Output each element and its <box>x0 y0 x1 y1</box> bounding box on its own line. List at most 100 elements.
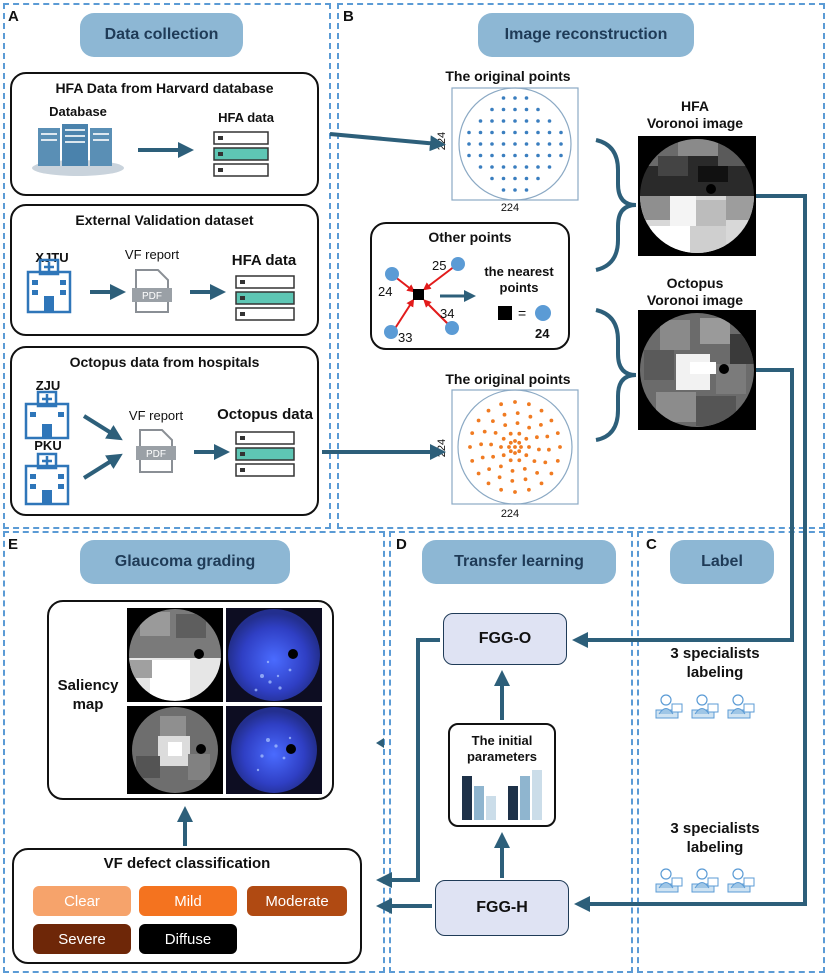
header-glaucoma-grading: Glaucoma grading <box>80 540 290 584</box>
octopus-dot <box>545 434 550 439</box>
hfa-dot <box>524 107 529 112</box>
hfa-dot <box>501 107 506 112</box>
hfa-dot <box>536 130 540 135</box>
panel-e <box>3 531 385 973</box>
hfa-dot <box>524 130 529 135</box>
other-point-value-34: 34 <box>440 306 454 321</box>
specialists-1-line2: labeling <box>686 664 744 681</box>
octopus-dot <box>482 429 487 434</box>
saliency-label-1: Saliency <box>57 677 119 694</box>
pdf-icon-octopus <box>136 429 176 473</box>
nearest-label-2: points <box>499 280 539 295</box>
octopus-dot <box>515 411 520 415</box>
hfa-dot <box>501 188 506 192</box>
hfa-dot <box>501 176 506 181</box>
octopus-dot <box>543 460 548 465</box>
octopus-points-bottom-label: 224 <box>500 508 520 520</box>
external-report-label: VF report <box>124 247 180 262</box>
hfa-dot <box>536 119 540 123</box>
hfa-dot <box>490 130 494 135</box>
octopus-dot <box>513 439 517 443</box>
octopus-dot <box>503 423 508 427</box>
octopus-dot <box>539 408 544 413</box>
octopus-dot <box>513 451 517 455</box>
class-clear: Clear <box>33 886 131 916</box>
octopus-dot <box>507 445 511 449</box>
octopus-dot <box>486 481 491 486</box>
octopus-dot <box>468 445 472 449</box>
hfa-dot <box>490 165 494 169</box>
hfa-dot <box>536 142 540 146</box>
saliency-gray-octopus <box>127 706 223 794</box>
panel-d <box>389 531 633 973</box>
hfa-dot <box>524 153 529 158</box>
parameter-bars-icon <box>462 770 542 820</box>
hfa-dot <box>524 176 529 181</box>
octopus-dot <box>513 400 517 404</box>
octopus-points-circle <box>457 389 573 505</box>
octopus-dot <box>491 454 495 459</box>
specialists-2-line1: 3 specialists <box>670 820 760 837</box>
hfa-dot <box>524 142 529 146</box>
octopus-dot <box>517 458 522 463</box>
hfa-points-title: The original points <box>445 68 571 84</box>
header-image-reconstruction: Image reconstruction <box>478 13 694 57</box>
specialists-1-line1: 3 specialists <box>670 645 760 662</box>
hfa-dot <box>501 153 506 158</box>
octopus-dot <box>476 418 481 423</box>
hfa-dot <box>478 142 483 146</box>
octopus-data-label: Octopus data <box>217 406 313 423</box>
hfa-dot <box>501 142 506 146</box>
octopus-dot <box>470 431 475 435</box>
pdf-icon-xjtu <box>132 269 172 313</box>
octopus-dot <box>519 445 523 449</box>
hfa-dot <box>559 153 563 158</box>
octopus-dot <box>513 445 517 449</box>
external-title: External Validation dataset <box>75 212 254 228</box>
panel-b <box>337 3 825 529</box>
other-point-value-25: 25 <box>432 258 446 273</box>
octopus-dot <box>501 453 506 458</box>
octopus-dot <box>517 449 522 454</box>
zju-label: ZJU <box>35 378 61 393</box>
hfa-dot <box>513 165 517 169</box>
hfa-data-icon-1 <box>213 131 269 177</box>
octopus-dot <box>527 402 531 407</box>
hfa-dot <box>536 153 540 158</box>
octopus-dot <box>499 445 503 449</box>
octopus-dot-grid <box>468 400 562 494</box>
initial-label-1: The initial <box>471 733 533 748</box>
octopus-dot <box>532 459 537 463</box>
hfa-dot <box>478 165 483 169</box>
external-hfa-label: HFA data <box>231 252 297 269</box>
hfa-dot <box>524 188 529 192</box>
fgg-o-model: FGG-O <box>443 613 567 665</box>
harvard-title: HFA Data from Harvard database <box>55 80 274 96</box>
saliency-gray-hfa <box>127 608 223 702</box>
octopus-dot <box>547 447 551 452</box>
equals-sign: = <box>518 305 526 321</box>
octopus-dot <box>517 431 522 436</box>
octopus-dot <box>499 402 503 407</box>
hfa-dot <box>524 165 529 169</box>
other-point-value-24: 24 <box>378 284 392 299</box>
class-mild: Mild <box>139 886 237 916</box>
panel-letter-c: C <box>646 536 657 553</box>
octopus-dot <box>499 487 503 492</box>
panel-letter-a: A <box>8 8 19 25</box>
specialists-icons-1 <box>655 694 755 719</box>
other-points-box <box>370 222 570 350</box>
other-points-title: Other points <box>428 229 512 245</box>
hfa-dot <box>547 165 552 169</box>
octopus-dot <box>501 436 506 441</box>
panel-letter-e: E <box>8 536 19 553</box>
octopus-dot <box>480 455 485 460</box>
octopus-dot <box>535 435 539 440</box>
octopus-dot <box>539 481 544 486</box>
hfa-dot <box>513 153 517 158</box>
octopus-dot <box>527 425 531 430</box>
harvard-hfa-label: HFA data <box>218 110 274 125</box>
hfa-dot-grid <box>467 96 563 192</box>
panel-letter-b: B <box>343 8 354 25</box>
